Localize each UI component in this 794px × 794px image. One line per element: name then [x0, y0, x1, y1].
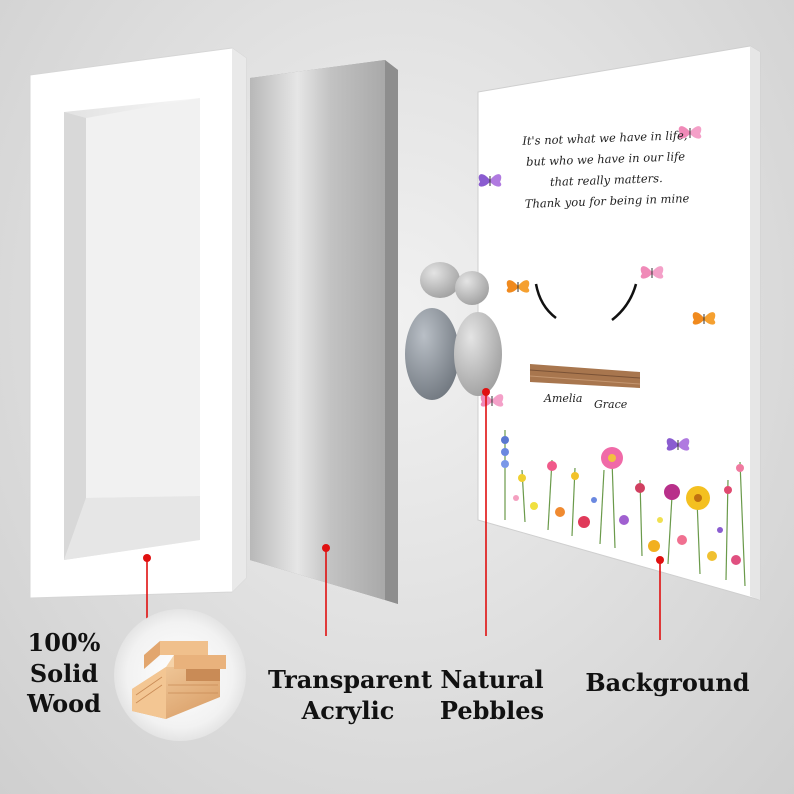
pebble-arm-left	[534, 283, 557, 319]
label-transparent-acrylic: Transparent Acrylic	[268, 665, 433, 726]
wood-frame	[29, 47, 247, 599]
name-label: Grace	[594, 398, 628, 411]
quote-text: It's not what we have in life, but who w…	[505, 125, 708, 216]
name-label: Amelia	[544, 392, 583, 405]
pebble-arm-right	[611, 283, 638, 321]
label-background: Background	[585, 668, 750, 697]
label-line: Natural	[440, 665, 544, 694]
label-line: Solid	[29, 658, 99, 688]
label-natural-pebbles: Natural Pebbles	[432, 665, 552, 726]
label-line: Wood	[27, 689, 101, 719]
label-line: 100%	[27, 628, 101, 657]
label-solid-wood: 100% Solid Wood	[14, 628, 114, 720]
wood-sample	[114, 609, 246, 741]
background-board	[477, 45, 761, 601]
pebble-icon	[405, 262, 502, 400]
label-line: Acrylic	[301, 695, 395, 725]
label-line: Pebbles	[439, 695, 545, 725]
red-marker-dots	[143, 388, 664, 564]
red-marker-lines	[146, 392, 661, 640]
acrylic-sheet	[250, 60, 398, 604]
twig-bench	[529, 364, 641, 388]
label-line: Transparent	[268, 665, 433, 694]
wildflower-icon	[501, 430, 746, 587]
